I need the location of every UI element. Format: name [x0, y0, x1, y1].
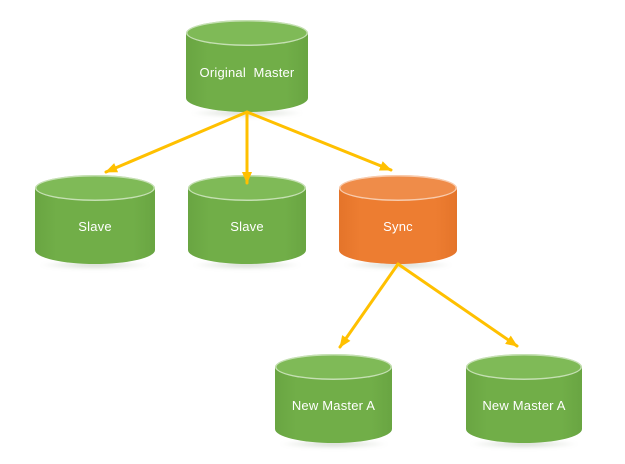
database-cylinder-slave-2: Slave: [188, 175, 306, 270]
database-cylinder-slave-1: Slave: [35, 175, 155, 270]
arrow-sync-to-new-master-a-1: [338, 262, 400, 349]
node-label-sync: Sync: [383, 218, 413, 234]
node-label-original-master: Original Master: [199, 65, 295, 80]
node-label-new-master-a-1: New Master A: [291, 397, 376, 413]
cylinder-top-ellipse: [275, 354, 392, 380]
cylinder-shadow: [278, 439, 389, 449]
arrow-master-to-slave-1: [104, 110, 249, 174]
database-cylinder-sync: Sync: [339, 175, 457, 270]
database-cylinder-new-master-a-2: New Master A: [466, 354, 582, 449]
database-cylinder-original-master: Original Master: [186, 20, 308, 118]
cylinder-top-ellipse: [186, 20, 308, 46]
arrow-master-to-sync: [245, 110, 393, 172]
cylinder-body: [186, 33, 308, 112]
node-label-slave-2: Slave: [230, 218, 264, 234]
cylinder-shadow: [38, 260, 152, 270]
cylinder-top-ellipse: [35, 175, 155, 201]
node-label-slave-1: Slave: [78, 218, 112, 234]
arrow-sync-to-new-master-a-2: [396, 262, 519, 348]
database-cylinder-new-master-a-1: New Master A: [275, 354, 392, 449]
cylinder-shadow: [469, 439, 579, 449]
cylinder-shadow: [191, 260, 303, 270]
node-label-new-master-a-2: New Master A: [482, 397, 566, 413]
cylinder-top-ellipse: [466, 354, 582, 380]
cylinder-top-ellipse: [339, 175, 457, 201]
